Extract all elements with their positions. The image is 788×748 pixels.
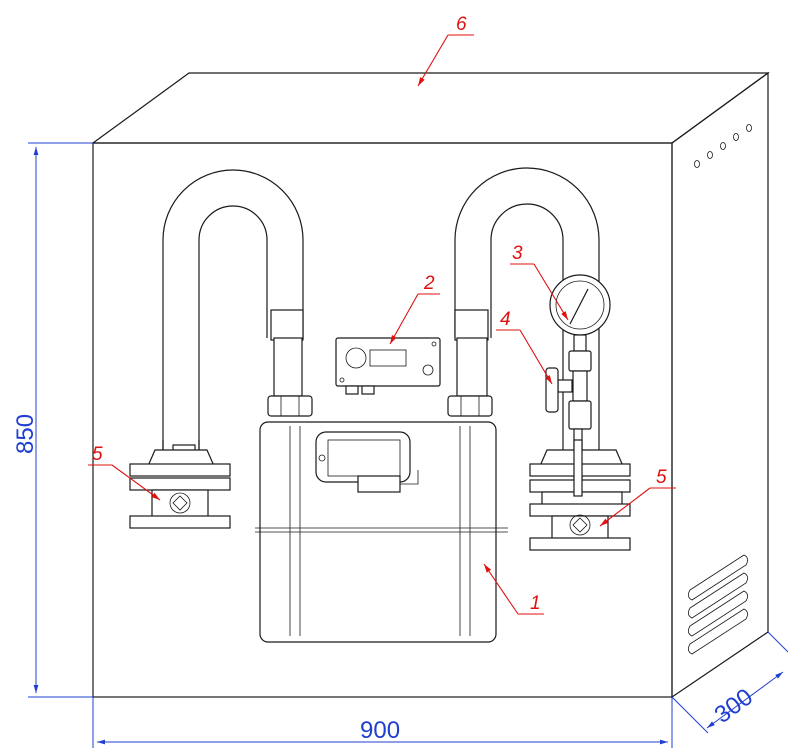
cabinet-front-face [92, 142, 673, 698]
electronic-corrector [335, 337, 441, 395]
callout-5-right: 5 [599, 467, 676, 527]
callout-5-right-label: 5 [656, 467, 667, 488]
callout-5-left-label: 5 [92, 444, 103, 465]
callout-3: 3 [510, 243, 569, 321]
callout-4-label: 4 [500, 309, 511, 330]
dimension-width: 900 [92, 697, 673, 748]
callout-2-label: 2 [423, 273, 435, 294]
right-flange-assembly [529, 439, 631, 551]
dimension-height: 850 [12, 142, 93, 698]
cabinet-box [91, 71, 770, 699]
dimension-width-label: 900 [360, 717, 400, 744]
shutoff-valve [545, 367, 573, 413]
meter-nuts [267, 395, 493, 417]
callout-1-label: 1 [530, 593, 541, 614]
callout-6-label: 6 [456, 14, 467, 35]
gas-meter [255, 421, 508, 643]
dimension-depth: 300 [671, 631, 788, 734]
dimension-depth-label: 300 [710, 683, 758, 728]
side-louvers [688, 554, 748, 655]
callout-2: 2 [389, 273, 440, 345]
left-flex-hose [162, 169, 304, 456]
callout-3-label: 3 [512, 243, 523, 264]
callout-4: 4 [496, 309, 553, 385]
cabinet-side-face [671, 71, 769, 699]
side-vent-holes [694, 124, 752, 168]
callout-1: 1 [483, 563, 544, 615]
callout-5-left: 5 [88, 444, 161, 501]
meter-counter-window [315, 431, 411, 483]
cabinet-top-face [91, 72, 770, 144]
dimension-height-label: 850 [12, 414, 39, 454]
left-flange-assembly [129, 449, 231, 529]
callout-6: 6 [417, 14, 474, 87]
